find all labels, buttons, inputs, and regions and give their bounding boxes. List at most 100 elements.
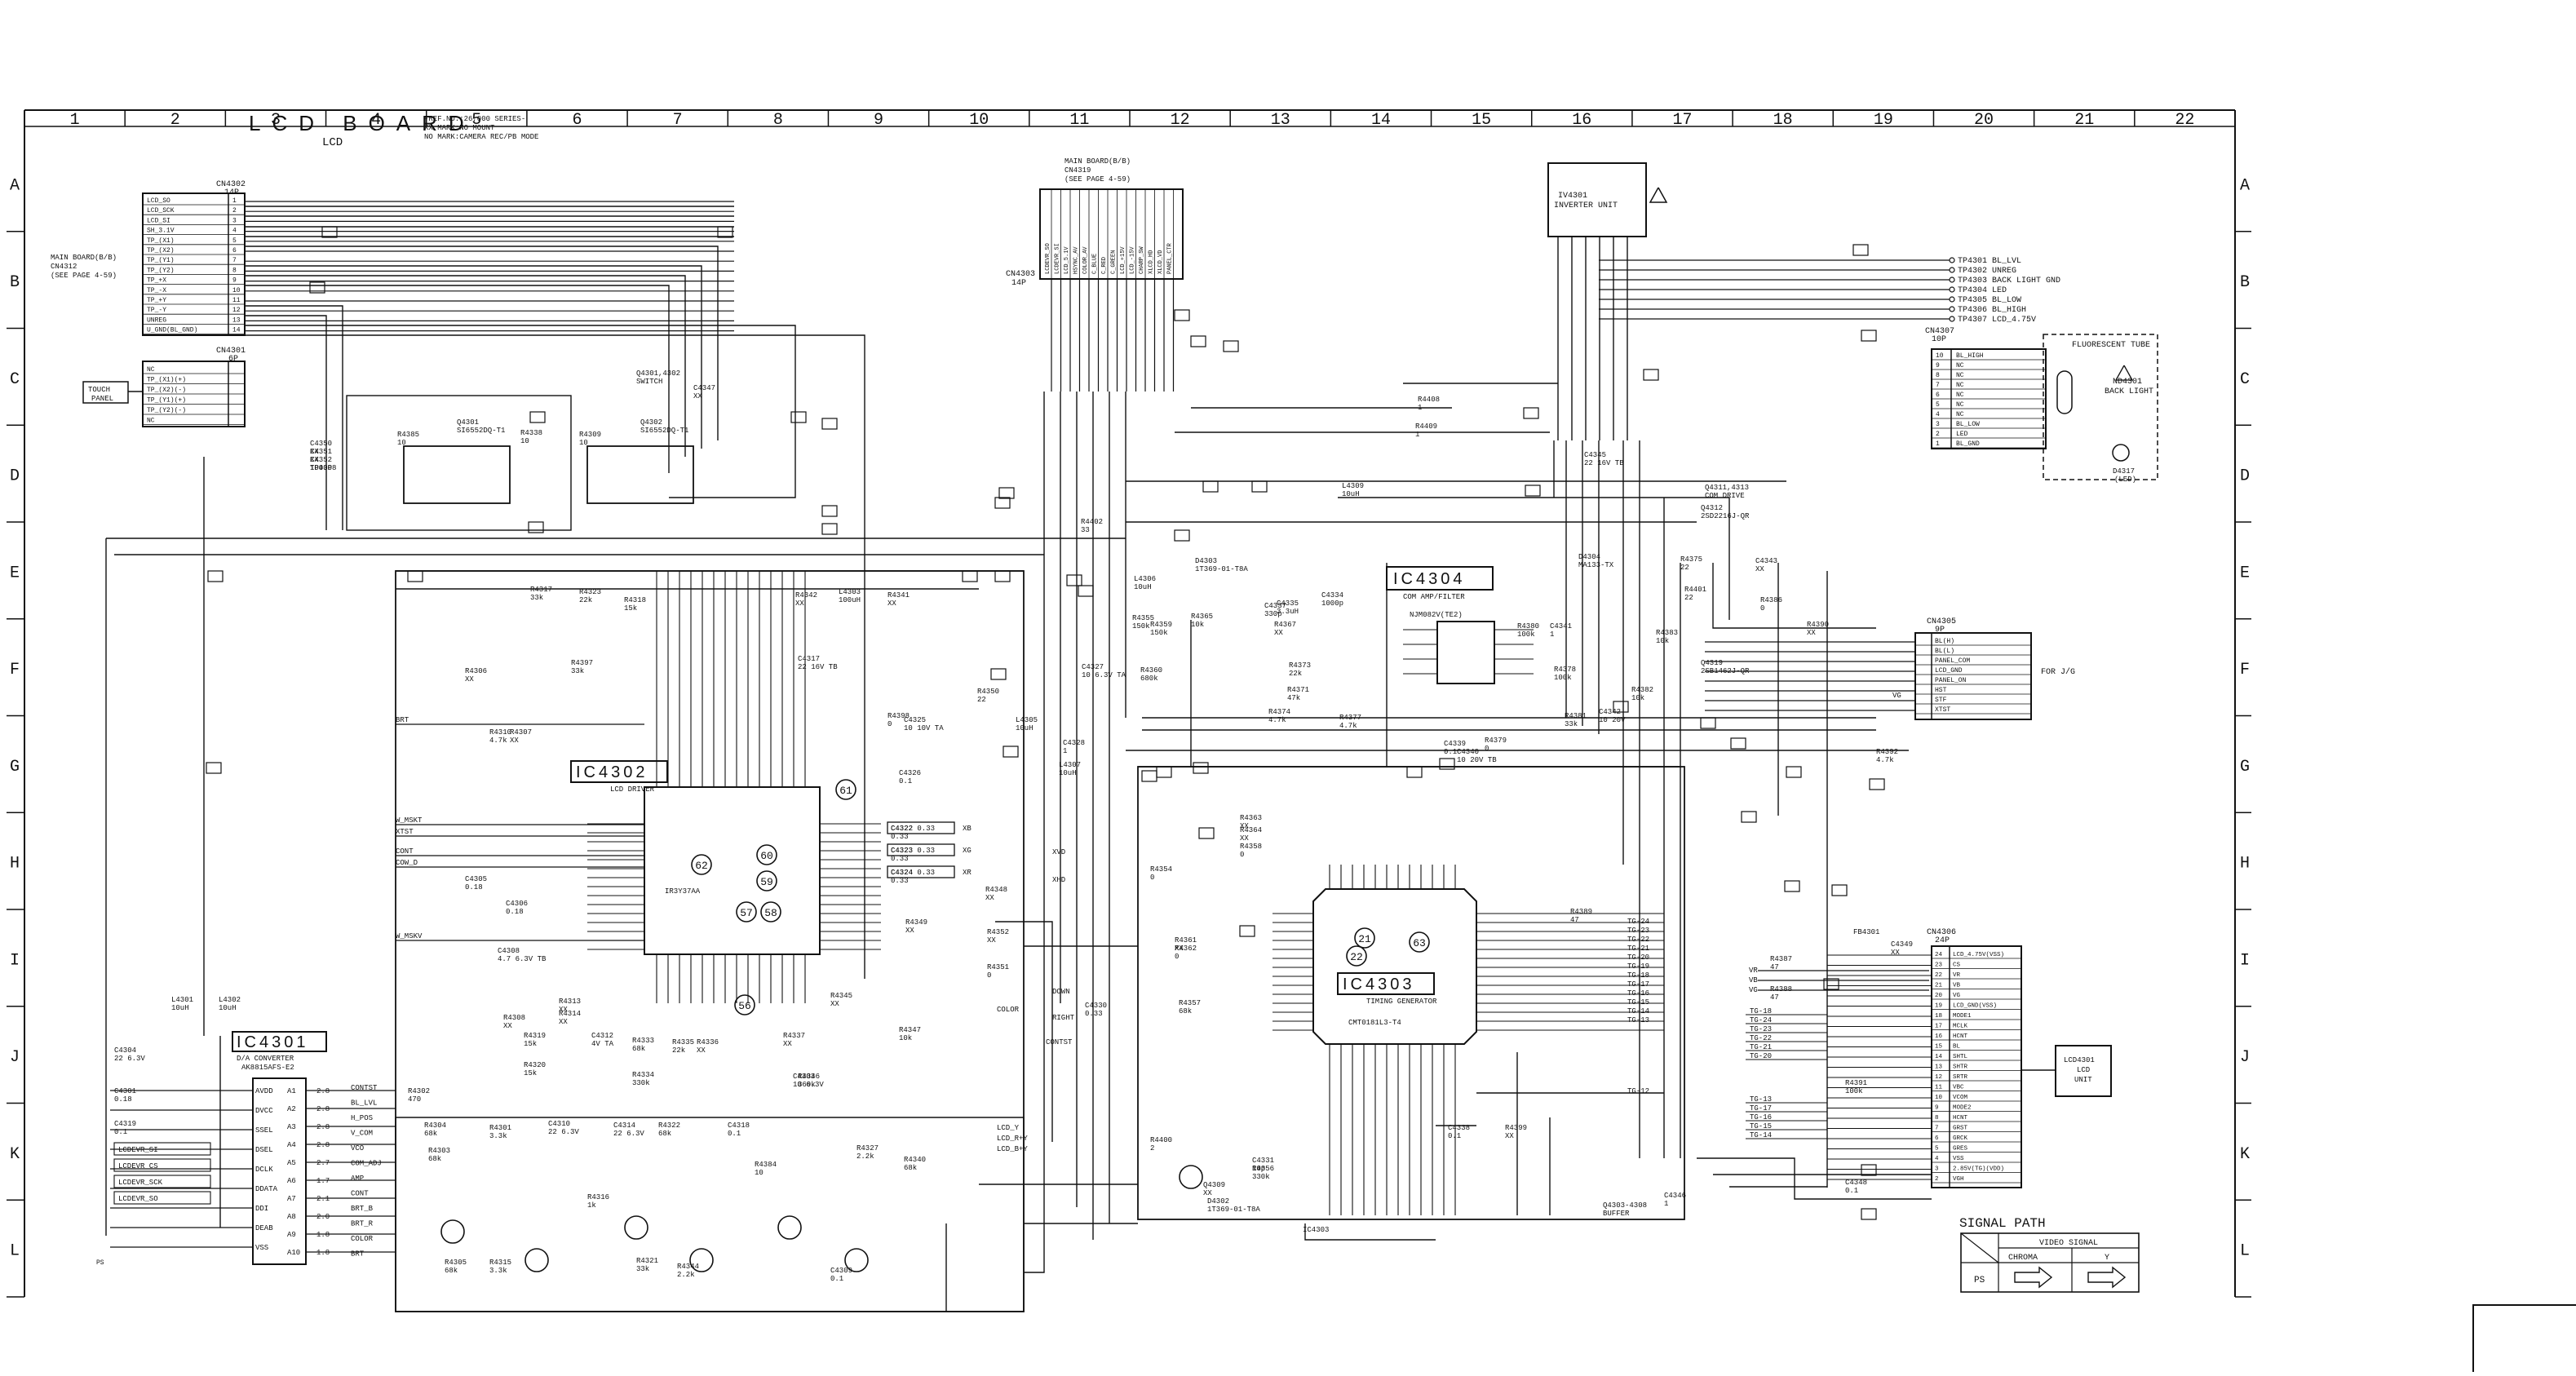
cn4302-pin-num: 10: [232, 287, 241, 294]
component-value: XX: [1505, 1132, 1514, 1140]
component-ref: R4307: [510, 728, 532, 737]
circled-number-icon: [734, 994, 755, 1015]
row-label-left: J: [10, 1048, 20, 1067]
ic4302-input-signal: W_MSKT: [396, 816, 423, 825]
component-value: 0.1: [830, 1275, 843, 1283]
cn4306-pin-num: 20: [1935, 993, 1943, 999]
cn4306-pin-label: VCOM: [1953, 1095, 1968, 1101]
component-value: 68k: [632, 1045, 645, 1053]
ic4302-output-signal: XB: [963, 825, 972, 833]
component-ref: R4360: [1140, 666, 1162, 675]
cn4307-pin-label: NC: [1956, 392, 1964, 399]
component-value: XX: [1807, 629, 1816, 637]
power-marker-icon: [1823, 978, 1839, 990]
ic4301-pin-label: A1: [287, 1087, 296, 1095]
component-ref: R4392: [1876, 748, 1898, 756]
cn4306-pin-num: 2: [1935, 1176, 1939, 1183]
component-ref: Q4301: [457, 418, 479, 427]
component-ref: R4383: [1656, 629, 1678, 637]
column-label: 19: [1874, 111, 1893, 130]
component-value: XX: [1274, 629, 1283, 637]
cn4306-pin-num: 24: [1935, 952, 1943, 958]
component-value: 10uH: [1342, 490, 1360, 498]
power-marker-icon: [1730, 737, 1746, 750]
component-value: XX: [887, 600, 896, 608]
component-ref: C4338: [1448, 1124, 1470, 1132]
left-signal-label: LCDEVR_SCK: [118, 1179, 163, 1187]
cn4302-pin-num: 4: [232, 228, 237, 235]
component-ref: R4335: [672, 1038, 694, 1046]
component-value: XX: [1175, 945, 1184, 953]
component-value: 1: [1418, 404, 1422, 412]
component-ref: R4375: [1680, 555, 1702, 564]
component-ref: L4301: [171, 996, 193, 1004]
power-marker-icon: [1741, 811, 1757, 823]
power-marker-icon: [1525, 484, 1541, 497]
tg-signal: TG-24: [1750, 1016, 1772, 1024]
dac-output-signal: H_POS: [351, 1114, 373, 1122]
component-ref: R4310: [489, 728, 511, 737]
power-marker-icon: [962, 570, 978, 582]
component-value: 0: [1760, 604, 1764, 613]
ic4302-output-signal: XR: [963, 869, 972, 877]
cn4307-pin-num: 3: [1936, 421, 1940, 428]
cn4307-pin-num: 1: [1936, 440, 1940, 448]
component-ref: C4337: [1264, 602, 1286, 610]
ic4301-pin-label: SSEL: [255, 1126, 273, 1135]
row-label-right: C: [2240, 370, 2250, 389]
main-board-ref-left: (SEE PAGE 4-59): [51, 272, 117, 280]
led-label: (LED): [2114, 476, 2136, 484]
component-value: XX: [1240, 834, 1249, 843]
cn4303-pin-label: LCD_+15V: [1120, 246, 1126, 274]
component-value: 68k: [428, 1155, 441, 1163]
component-value: 4.7k: [489, 737, 507, 745]
component-value: SI6552DQ-T1: [640, 427, 688, 435]
cn4306-pin-label: VGH: [1953, 1176, 1964, 1183]
component-value: 1000P: [310, 464, 332, 472]
cn4302-pin-label: LCD_SCK: [147, 207, 175, 215]
signal-label: LCD_R+Y: [997, 1135, 1028, 1143]
legend-chroma: CHROMA: [2008, 1254, 2038, 1263]
cn4307-pin-num: 2: [1936, 431, 1940, 438]
component-value: 1: [1664, 1200, 1668, 1208]
cn4302-pin-label: TP_-Y: [147, 307, 166, 314]
board-note: -REF.NO.:26,000 SERIES-: [424, 115, 525, 123]
dac-output-signal: BRT: [351, 1250, 365, 1259]
cn4307-pin-num: 10: [1936, 352, 1944, 360]
component-value: 100k: [1845, 1087, 1863, 1095]
component-ref: C4319: [114, 1120, 136, 1128]
component-ref: C4324: [891, 869, 913, 877]
cn4302-pin-label: TP_-X: [147, 287, 166, 294]
left-signal-box: [113, 1191, 211, 1205]
tg-signal: TG-21: [1627, 945, 1649, 953]
component-value: 0.18: [114, 1095, 132, 1104]
signal-label: COLOR: [997, 1006, 1020, 1014]
component-ref: R4319: [524, 1032, 546, 1040]
component-value: 47k: [1287, 694, 1300, 702]
row-label-right: E: [2240, 564, 2250, 582]
cn4303-pin-label: C_BLUE: [1092, 254, 1099, 274]
component-value: 0: [987, 971, 991, 980]
ic4301-pin-label: DSEL: [255, 1146, 273, 1154]
component-value: 10uH: [1134, 583, 1152, 591]
signal-label: XVD: [1052, 848, 1065, 856]
component-value: 0.1: [1845, 1187, 1858, 1195]
cn4303-pin-label: XLCD_VD: [1157, 250, 1164, 274]
power-marker-icon: [1439, 758, 1455, 770]
switch-region: [346, 395, 572, 531]
cn4306-pin-label: SHTL: [1953, 1054, 1968, 1060]
column-label: 20: [1974, 111, 1994, 130]
cn4305-pin-label: BL(H): [1935, 638, 1954, 645]
component-value: 22k: [672, 1046, 685, 1055]
column-label: 18: [1773, 111, 1793, 130]
component-ref: R4305: [445, 1259, 467, 1267]
power-marker-icon: [1869, 778, 1885, 790]
component-ref: R4345: [830, 992, 852, 1000]
component-value: XX: [559, 1006, 568, 1014]
component-value: 68k: [904, 1164, 917, 1172]
component-ref: C4342: [1599, 708, 1621, 716]
dac-output-signal: COM_ADJ: [351, 1160, 382, 1168]
cn4302-pin-label: SH_3.1V: [147, 228, 175, 235]
coupling-cap: [887, 821, 955, 834]
board-note: XX MARK:NO MOUNT: [424, 124, 495, 132]
